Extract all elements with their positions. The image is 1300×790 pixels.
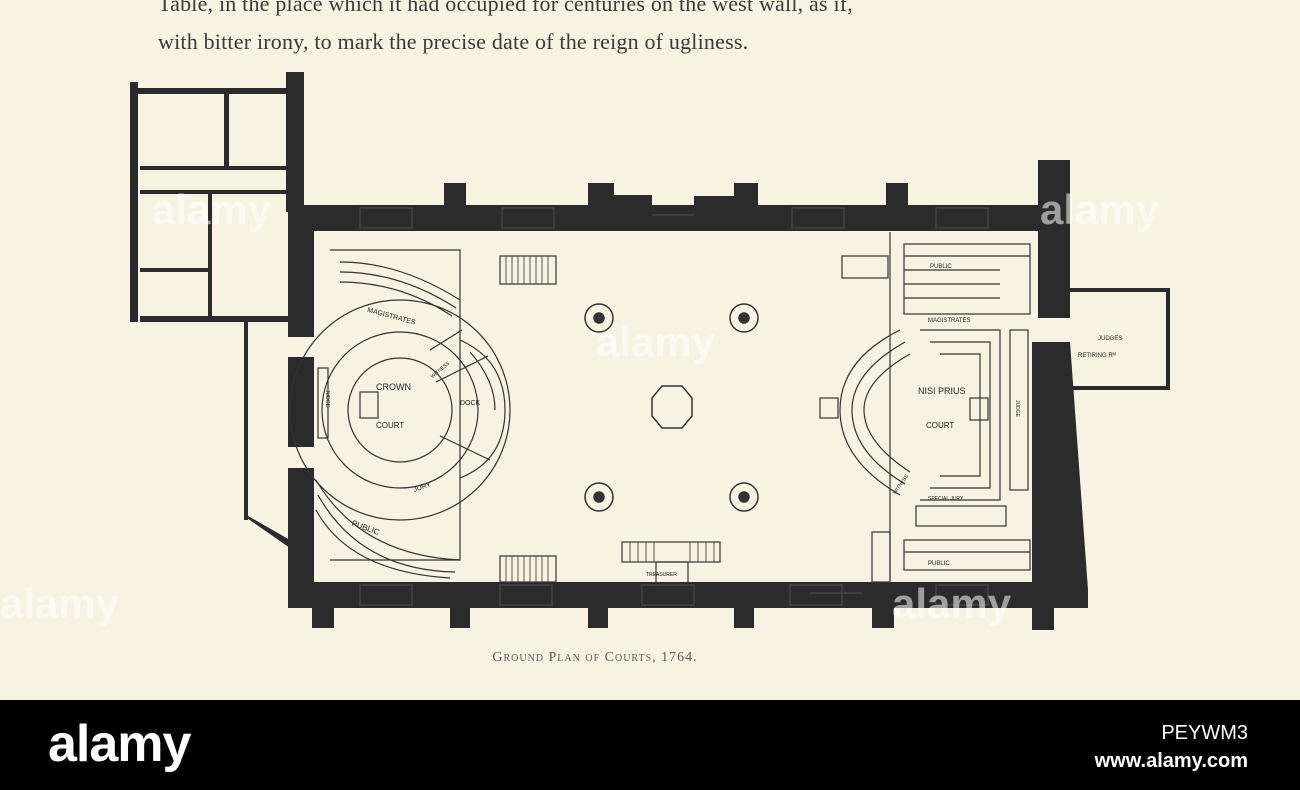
alamy-logo: alamy [48, 715, 191, 773]
ground-plan-figure: MAGISTRATES CROWN COURT WITNESS DOCK JUD… [130, 72, 1170, 630]
annex-wall-w [130, 82, 138, 322]
site-url: www.alamy.com [1094, 750, 1248, 772]
annex-wall-e [286, 72, 304, 212]
label-magistrates-left: MAGISTRATES [366, 307, 416, 327]
east-annex-s [1068, 386, 1170, 390]
label-retiring-rm: RETIRING Rᴹ [1078, 352, 1116, 359]
label-public-right-bottom: PUBLIC [928, 561, 950, 567]
treasurer-box [621, 541, 721, 585]
label-magistrates-right: MAGISTRATES [928, 318, 971, 324]
label-witness-right: WITNESS [892, 473, 910, 496]
label-crown: CROWN [376, 382, 411, 392]
watermark: alamy [1040, 186, 1160, 233]
crown-court-drawing [289, 249, 557, 583]
corridor-wall [244, 320, 248, 520]
label-public-left-bottom: PUBLIC [351, 519, 381, 537]
annex-wall-s [140, 316, 290, 322]
annex-wall-int5 [140, 268, 210, 272]
body-text-line-2: with bitter irony, to mark the precise d… [158, 29, 749, 54]
nisi-prius-court-drawing [819, 232, 1031, 583]
wall-west-upper [288, 205, 314, 337]
watermark: alamy [596, 318, 716, 365]
watermark: alamy [0, 580, 120, 627]
buttress-n2 [588, 183, 614, 207]
label-nisi-prius: NISI PRIUS [918, 386, 966, 396]
buttress-n1 [444, 183, 466, 207]
image-id: PEYWM3 [1161, 722, 1248, 744]
wall-west-lower [288, 468, 314, 608]
label-judges: JUDGES [1098, 336, 1122, 342]
wall-north [288, 205, 1070, 231]
label-dock: DOCK [460, 400, 481, 407]
buttress-s4 [734, 606, 754, 628]
watermark: alamy [892, 580, 1012, 627]
annex-wall-n [130, 88, 290, 94]
buttress-s6 [1032, 606, 1054, 630]
annex-wall-int1 [224, 92, 229, 166]
east-annex-n [1068, 288, 1170, 292]
figure-caption: Ground Plan of Courts, 1764. [492, 650, 698, 665]
wall-west-mid [288, 357, 314, 447]
wall-east-lower [1032, 342, 1088, 608]
buttress-n6 [886, 183, 908, 207]
buttress-s3 [588, 606, 608, 628]
annex-wall-int3 [140, 190, 290, 194]
label-special-jury: SPECIAL JURY [928, 496, 964, 502]
buttress-n5 [734, 183, 758, 207]
label-court-left: COURT [376, 421, 404, 430]
label-public-right-top: PUBLIC [930, 264, 952, 270]
label-judge-left: JUDGE [324, 390, 330, 408]
wall-east-upper [1038, 160, 1070, 318]
central-octagon [651, 385, 693, 429]
label-court-right: COURT [926, 421, 954, 430]
body-text-line-1: Table, in the place which it had occupie… [158, 0, 854, 16]
buttress-s1 [312, 606, 334, 628]
buttress-n4 [694, 196, 734, 210]
label-jury: JURY [413, 481, 433, 494]
pillars [584, 303, 759, 512]
label-treasurer: TREASURER [646, 572, 677, 578]
buttress-n3 [612, 195, 652, 209]
east-annex-e [1166, 288, 1170, 390]
corridor-diag [244, 516, 290, 548]
wall-south [288, 582, 1070, 608]
buttress-s5 [872, 606, 894, 628]
annex-wall-int2 [140, 166, 290, 170]
label-judge-right: JUDGE [1014, 400, 1020, 418]
buttress-s2 [450, 606, 470, 628]
watermark: alamy [152, 186, 272, 233]
annex-wall-int4 [208, 192, 212, 322]
book-page: Table, in the place which it had occupie… [0, 0, 1300, 700]
stock-footer-bar: alamy PEYWM3 www.alamy.com [0, 700, 1300, 790]
